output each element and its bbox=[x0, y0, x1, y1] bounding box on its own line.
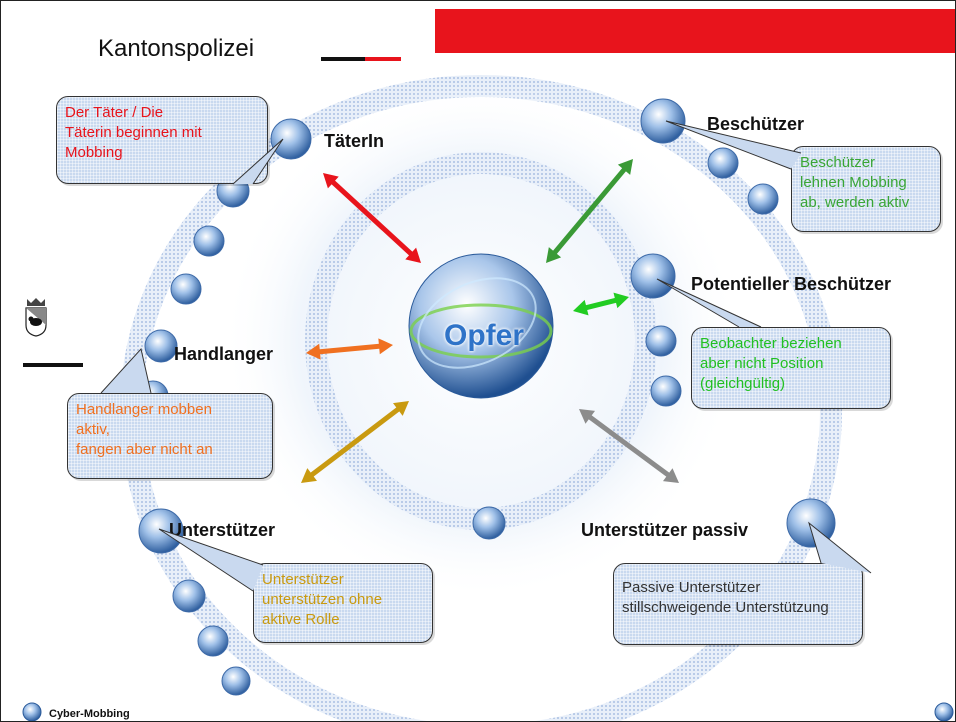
callout-passiv-line-2: stillschweigende Unterstützung bbox=[622, 599, 829, 616]
callout-unterstuetzer: Unterstützer unterstützen ohne aktive Ro… bbox=[253, 563, 433, 643]
callout-beschuetzer-line-1: Beschützer bbox=[800, 154, 876, 171]
relation-arrows bbox=[301, 159, 679, 483]
globe-icon bbox=[193, 225, 225, 257]
callout-unterstuetzer-line-2: unterstützen ohne bbox=[262, 591, 383, 608]
footer-globe-icon bbox=[22, 702, 42, 721]
role-label-beschuetzer: Beschützer bbox=[707, 114, 805, 134]
callout-beschuetzer-line-3: ab, werden aktiv bbox=[800, 194, 910, 211]
callout-handlanger: Handlanger mobben aktiv, fangen aber nic… bbox=[67, 393, 273, 479]
globe-icon bbox=[645, 325, 677, 357]
globe-icon bbox=[221, 666, 251, 696]
callout-potentieller-line-3: (gleichgültig) bbox=[700, 375, 786, 392]
role-label-unterstuetzer-passiv: Unterstützer passiv bbox=[581, 520, 749, 540]
callout-handlanger-line-2: aktiv, bbox=[76, 421, 110, 438]
arrow-taeter bbox=[323, 173, 421, 263]
header-rule-red bbox=[365, 57, 401, 61]
globe-icon bbox=[640, 98, 686, 144]
footer-label: Cyber-Mobbing bbox=[49, 708, 130, 720]
header-red-bar bbox=[435, 9, 955, 53]
globe-icon bbox=[650, 375, 682, 407]
callout-taeter-line-3: Mobbing bbox=[65, 144, 123, 161]
callout-taeter-line-2: Täterin beginnen mit bbox=[65, 124, 202, 141]
globe-icon bbox=[138, 508, 184, 554]
arrow-passiv bbox=[579, 409, 679, 483]
callout-beschuetzer: Beschützer lehnen Mobbing ab, werden akt… bbox=[791, 146, 941, 232]
globe-icon bbox=[197, 625, 229, 657]
header-rule-black bbox=[321, 57, 365, 61]
arrow-handlanger bbox=[306, 338, 393, 360]
callout-potentieller: Beobachter beziehen aber nicht Position … bbox=[691, 327, 891, 409]
org-title: Kantonspolizei bbox=[98, 35, 255, 62]
pointer-unterstuetzer bbox=[158, 528, 264, 592]
callout-handlanger-line-1: Handlanger mobben bbox=[76, 401, 212, 418]
callout-passiv: Passive Unterstützer stillschweigende Un… bbox=[613, 563, 863, 645]
globe-icon bbox=[270, 118, 312, 160]
callout-unterstuetzer-line-3: aktive Rolle bbox=[262, 611, 340, 628]
center-label-opfer: Opfer bbox=[443, 319, 524, 352]
pointer-taeter bbox=[232, 138, 284, 185]
globe-icon bbox=[707, 147, 739, 179]
callout-handlanger-line-3: fangen aber nicht an bbox=[76, 441, 213, 458]
footer-globe-right-icon bbox=[934, 702, 954, 721]
globe-icon bbox=[472, 506, 506, 540]
arrow-potentieller bbox=[573, 292, 629, 316]
callout-taeter-line-1: Der Täter / Die bbox=[65, 104, 164, 121]
arrow-beschuetzer bbox=[546, 159, 633, 263]
role-label-unterstuetzer: Unterstützer bbox=[169, 520, 276, 540]
role-label-potentieller-beschuetzer: Potentieller Beschützer bbox=[691, 274, 892, 294]
pointer-potentieller bbox=[656, 278, 762, 328]
bern-coat-of-arms-icon bbox=[25, 298, 47, 337]
role-label-taeterin: TäterIn bbox=[324, 131, 385, 151]
arrow-unterstuetzer bbox=[301, 401, 409, 483]
globe-icon bbox=[747, 183, 779, 215]
pointer-beschuetzer bbox=[665, 120, 802, 170]
callout-beschuetzer-line-2: lehnen Mobbing bbox=[800, 174, 907, 191]
globe-icon bbox=[144, 329, 178, 363]
callout-potentieller-line-1: Beobachter beziehen bbox=[700, 335, 842, 352]
pointer-handlanger bbox=[100, 347, 152, 394]
callout-taeter: Der Täter / Die Täterin beginnen mit Mob… bbox=[56, 96, 268, 184]
globe-icon bbox=[170, 273, 202, 305]
callout-potentieller-line-2: aber nicht Position bbox=[700, 355, 824, 372]
callout-passiv-line-1: Passive Unterstützer bbox=[622, 579, 761, 596]
side-rule bbox=[23, 363, 83, 367]
orbit-globes bbox=[137, 98, 836, 696]
globe-icon bbox=[172, 579, 206, 613]
pointer-passiv bbox=[808, 521, 872, 574]
callout-unterstuetzer-line-1: Unterstützer bbox=[262, 571, 344, 588]
globe-icon bbox=[630, 253, 676, 299]
center-globe bbox=[408, 253, 554, 399]
role-label-handlanger: Handlanger bbox=[174, 344, 274, 364]
